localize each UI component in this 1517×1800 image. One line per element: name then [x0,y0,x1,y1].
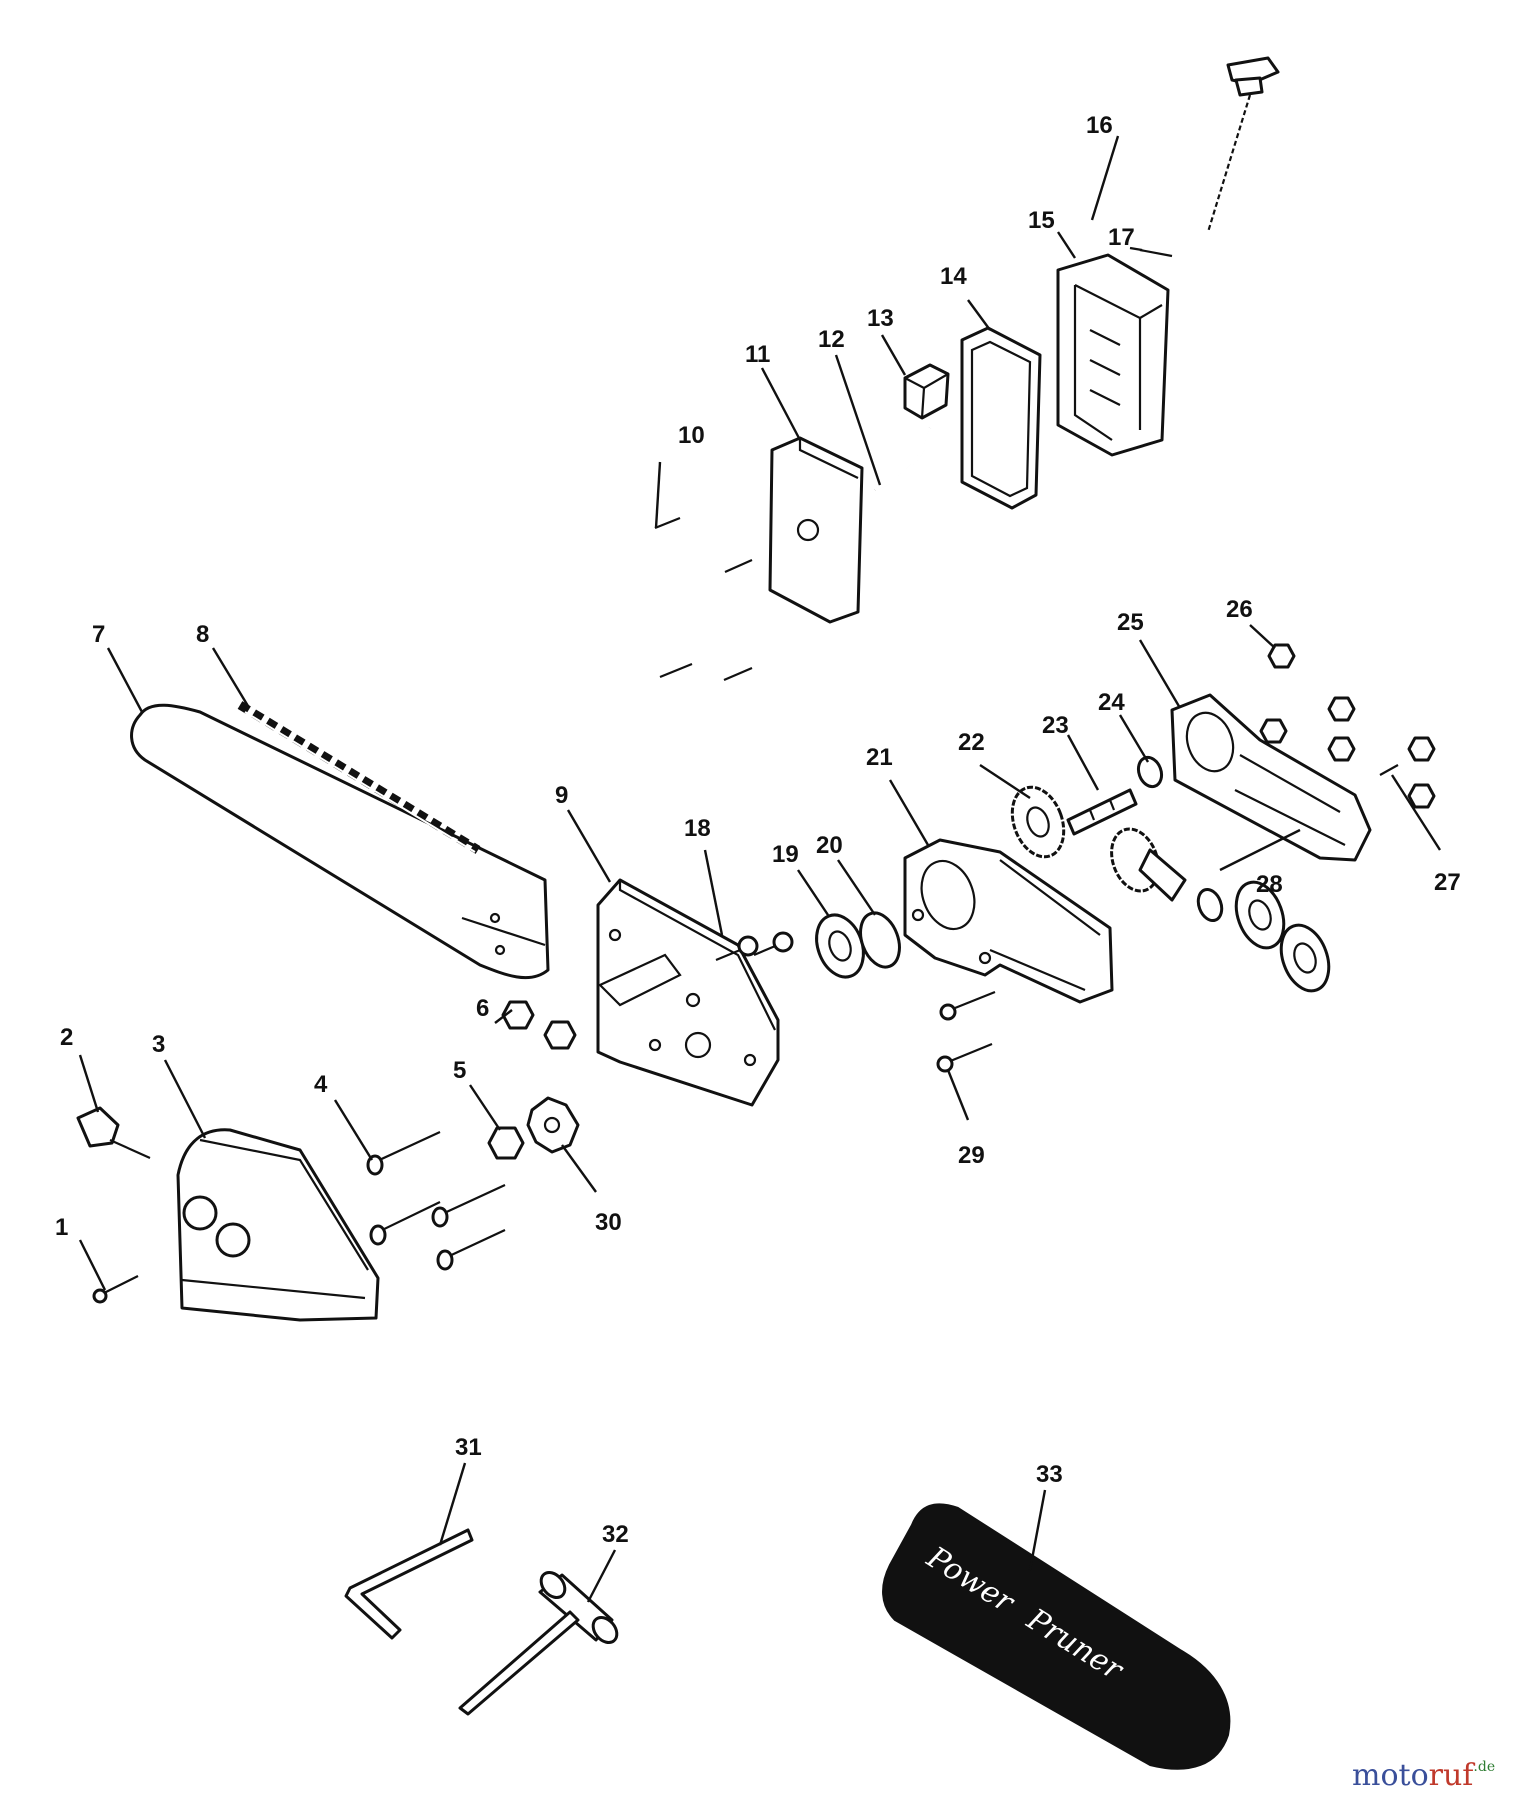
callout-14: 14 [940,263,967,290]
part-hex-key [344,1528,474,1640]
callout-30: 30 [595,1209,622,1236]
watermark-logo: motoruf.de [1352,1758,1495,1793]
callout-23: 23 [1042,712,1069,739]
part-screws-10 [654,516,753,682]
callout-18: 18 [684,815,711,842]
callout-1: 1 [55,1214,68,1241]
callout-15: 15 [1028,207,1055,234]
part-wrench [458,1570,619,1716]
part-screw-27 [1379,764,1399,776]
part-shaft [1066,788,1138,836]
callout-21: 21 [866,744,893,771]
leader-lines [78,135,1442,1603]
callout-25: 25 [1117,609,1144,636]
callout-4: 4 [314,1071,328,1098]
part-saw-chain [237,701,481,854]
part-sprocket-cover [176,1128,380,1322]
callout-8: 8 [196,621,209,648]
part-nut-5 [487,1126,525,1160]
part-oil-hose [874,427,932,492]
part-mounting-plate [596,878,780,1107]
part-o-ring [859,911,901,969]
part-oil-cap [1206,56,1280,233]
callout-3: 3 [152,1031,165,1058]
callout-10: 10 [678,422,705,449]
callout-5: 5 [453,1057,466,1084]
callout-19: 19 [772,841,799,868]
part-gasket [960,326,1042,510]
part-oil-filter [903,363,950,420]
callout-29: 29 [958,1142,985,1169]
part-screw-1 [92,1275,139,1304]
part-sprocket [526,1096,580,1154]
watermark-tld: .de [1473,1759,1495,1775]
part-screws-29 [936,990,996,1073]
part-bevel-gear-assembly [1110,827,1331,993]
callout-32: 32 [602,1521,629,1548]
callout-28: 28 [1256,871,1283,898]
callout-27: 27 [1434,869,1461,896]
callout-9: 9 [555,782,568,809]
watermark-moto: moto [1352,1758,1429,1793]
part-gear-housing [1170,693,1372,862]
part-bolts-4 [366,1131,506,1271]
part-gear-22 [1010,785,1066,859]
callout-2: 2 [60,1024,73,1051]
callout-33: 33 [1036,1461,1063,1488]
callout-7: 7 [92,621,105,648]
part-cover-plate [768,436,864,624]
part-bolts-18 [715,931,794,962]
svg-text:motoruf.de: motoruf.de [1352,1758,1495,1793]
callout-16: 16 [1086,112,1113,139]
callout-6: 6 [476,995,489,1022]
part-gear-case [903,838,1114,1004]
callout-12: 12 [818,326,845,353]
callout-11: 11 [745,341,770,368]
part-oil-tank [1056,253,1170,457]
callout-17: 17 [1108,224,1135,251]
part-chain-tensioner [76,1106,151,1160]
callout-22: 22 [958,729,985,756]
part-nuts [1259,643,1436,809]
watermark-ruf: ruf [1429,1758,1476,1793]
part-pin [1139,248,1173,258]
part-scabbard: Power Pruner [882,1503,1231,1770]
callout-31: 31 [455,1434,482,1461]
part-bearing-19 [815,913,865,979]
part-nuts-6 [501,1000,577,1050]
callout-labels: 1 2 3 4 5 6 7 8 9 10 11 12 13 14 15 16 1… [55,112,1461,1548]
callout-20: 20 [816,832,843,859]
callout-13: 13 [867,305,894,332]
callout-24: 24 [1098,689,1125,716]
part-guide-bar [130,703,550,980]
part-bushing [1136,755,1164,789]
callout-26: 26 [1226,596,1253,623]
